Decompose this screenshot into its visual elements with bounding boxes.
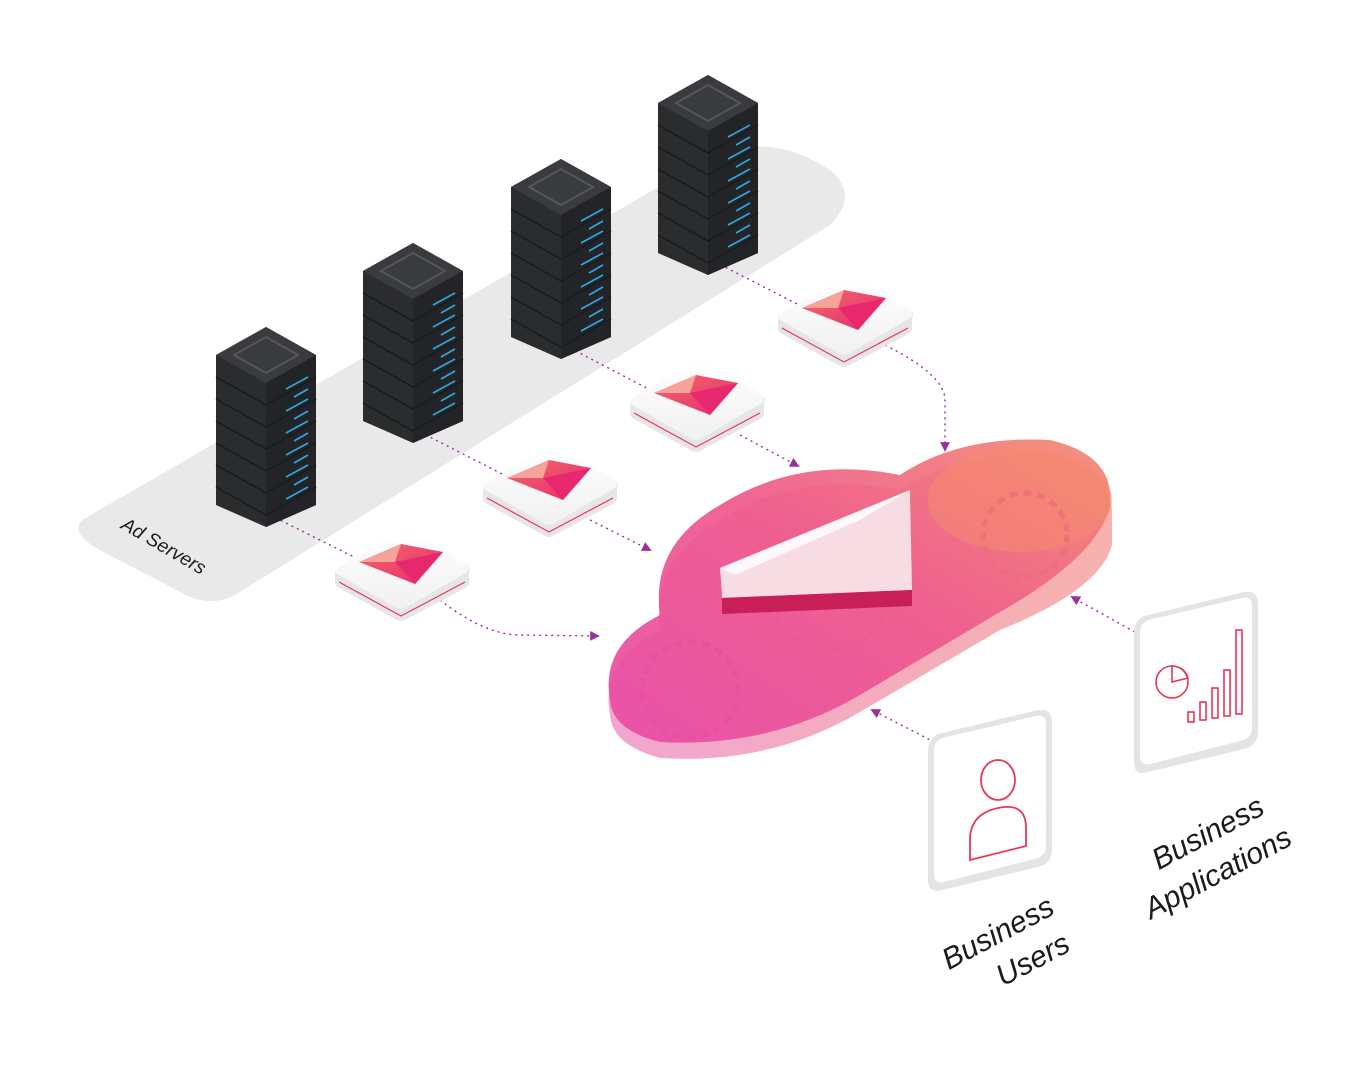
collector-tile-2 bbox=[483, 445, 618, 537]
connectors bbox=[269, 261, 1141, 746]
server-rack-icon bbox=[657, 75, 759, 275]
connector-server2-collector2 bbox=[419, 431, 511, 479]
connector-users-cloud bbox=[870, 709, 941, 746]
connector-collector2-cloud bbox=[589, 519, 652, 551]
server-rack-3 bbox=[510, 159, 612, 359]
server-rack-icon bbox=[510, 159, 612, 359]
business-applications-card bbox=[1134, 591, 1258, 773]
server-rack-4 bbox=[657, 75, 759, 275]
cloud-hub-icon bbox=[608, 439, 1113, 759]
connector-collector3-cloud bbox=[739, 434, 800, 467]
connector-server3-collector3 bbox=[569, 347, 661, 396]
server-rack-icon bbox=[215, 327, 317, 527]
ruby-gem-icon bbox=[507, 460, 591, 500]
collector-tile-1 bbox=[335, 529, 470, 621]
ruby-gem-icon bbox=[359, 544, 443, 584]
server-rack-1 bbox=[215, 327, 317, 527]
connector-collector4-cloud bbox=[884, 344, 950, 452]
business-users-card bbox=[928, 709, 1052, 891]
user-icon bbox=[969, 759, 1027, 862]
collector-tile-3 bbox=[630, 360, 765, 452]
ruby-gem-icon bbox=[802, 290, 886, 330]
connector-server4-collector4 bbox=[714, 261, 806, 309]
connector-collector1-cloud bbox=[439, 599, 600, 641]
collector-tile-4 bbox=[778, 275, 913, 367]
cloud-hub bbox=[608, 439, 1113, 759]
connector-apps-cloud bbox=[1070, 596, 1141, 636]
business-users-label: Business Users bbox=[937, 890, 1076, 993]
server-rack-icon bbox=[362, 243, 464, 443]
ruby-gem-icon bbox=[654, 375, 738, 415]
analytics-chart-icon bbox=[1155, 629, 1243, 723]
server-rack-2 bbox=[362, 243, 464, 443]
business-applications-label: Business Applications bbox=[1137, 790, 1297, 927]
